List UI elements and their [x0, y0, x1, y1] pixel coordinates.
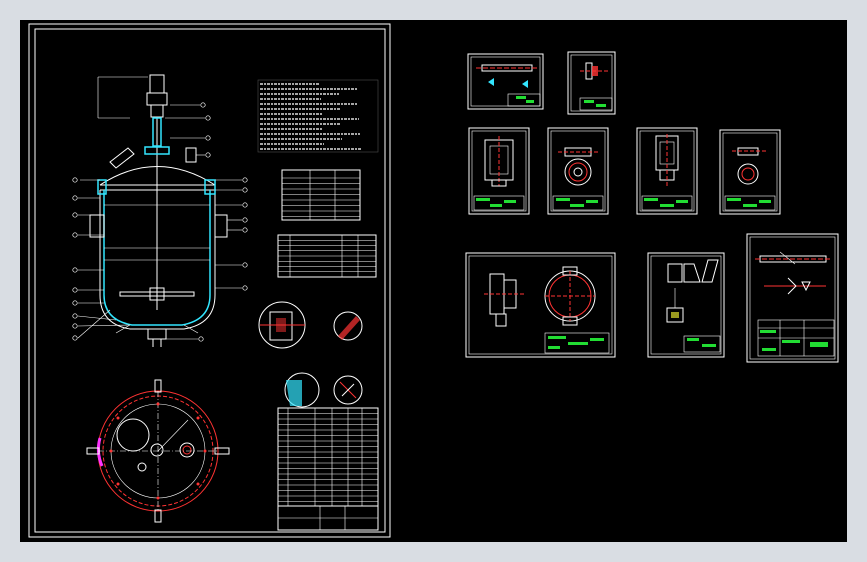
- balloons-right: [198, 102, 248, 342]
- balloon-marker: [72, 267, 78, 273]
- sheet-ring[interactable]: [719, 129, 781, 215]
- sheet-shaft[interactable]: [467, 53, 544, 110]
- balloon-marker: [205, 152, 211, 158]
- sheet-housing[interactable]: [468, 127, 530, 215]
- balloon-marker: [242, 187, 248, 193]
- balloon-marker: [72, 335, 78, 341]
- sheet-motor[interactable]: [636, 127, 698, 215]
- balloon-marker: [205, 115, 211, 121]
- sheet-bracket[interactable]: [567, 51, 616, 115]
- nozzle-table: [277, 234, 377, 278]
- balloon-marker: [242, 227, 248, 233]
- balloon-marker: [72, 232, 78, 238]
- sheet-agitator[interactable]: [746, 233, 839, 363]
- balloon-marker: [72, 313, 78, 319]
- balloon-marker: [72, 212, 78, 218]
- cad-drawing: [28, 23, 839, 538]
- main-assembly-sheet[interactable]: [28, 23, 391, 538]
- balloon-marker: [198, 336, 204, 342]
- cad-model-space[interactable]: [20, 20, 847, 542]
- balloon-marker: [72, 323, 78, 329]
- detail-views: [258, 301, 363, 408]
- balloon-marker: [242, 202, 248, 208]
- balloon-marker: [200, 102, 206, 108]
- sheet-flange[interactable]: [547, 127, 609, 215]
- balloon-marker: [205, 135, 211, 141]
- balloon-marker: [242, 177, 248, 183]
- balloon-marker: [242, 217, 248, 223]
- balloon-marker: [242, 262, 248, 268]
- balloon-marker: [72, 177, 78, 183]
- title-block: [277, 505, 379, 531]
- balloon-marker: [72, 287, 78, 293]
- sheet-support[interactable]: [647, 252, 725, 358]
- balloon-marker: [72, 195, 78, 201]
- reactor-elevation: [72, 74, 248, 347]
- reactor-plan-view: [86, 379, 230, 523]
- balloon-marker: [242, 285, 248, 291]
- design-data-table: [281, 169, 361, 221]
- parts-list: [277, 407, 379, 507]
- technical-notes: [257, 79, 379, 153]
- sheet-cover[interactable]: [465, 252, 616, 358]
- balloon-marker: [72, 300, 78, 306]
- balloons-left: [72, 177, 78, 341]
